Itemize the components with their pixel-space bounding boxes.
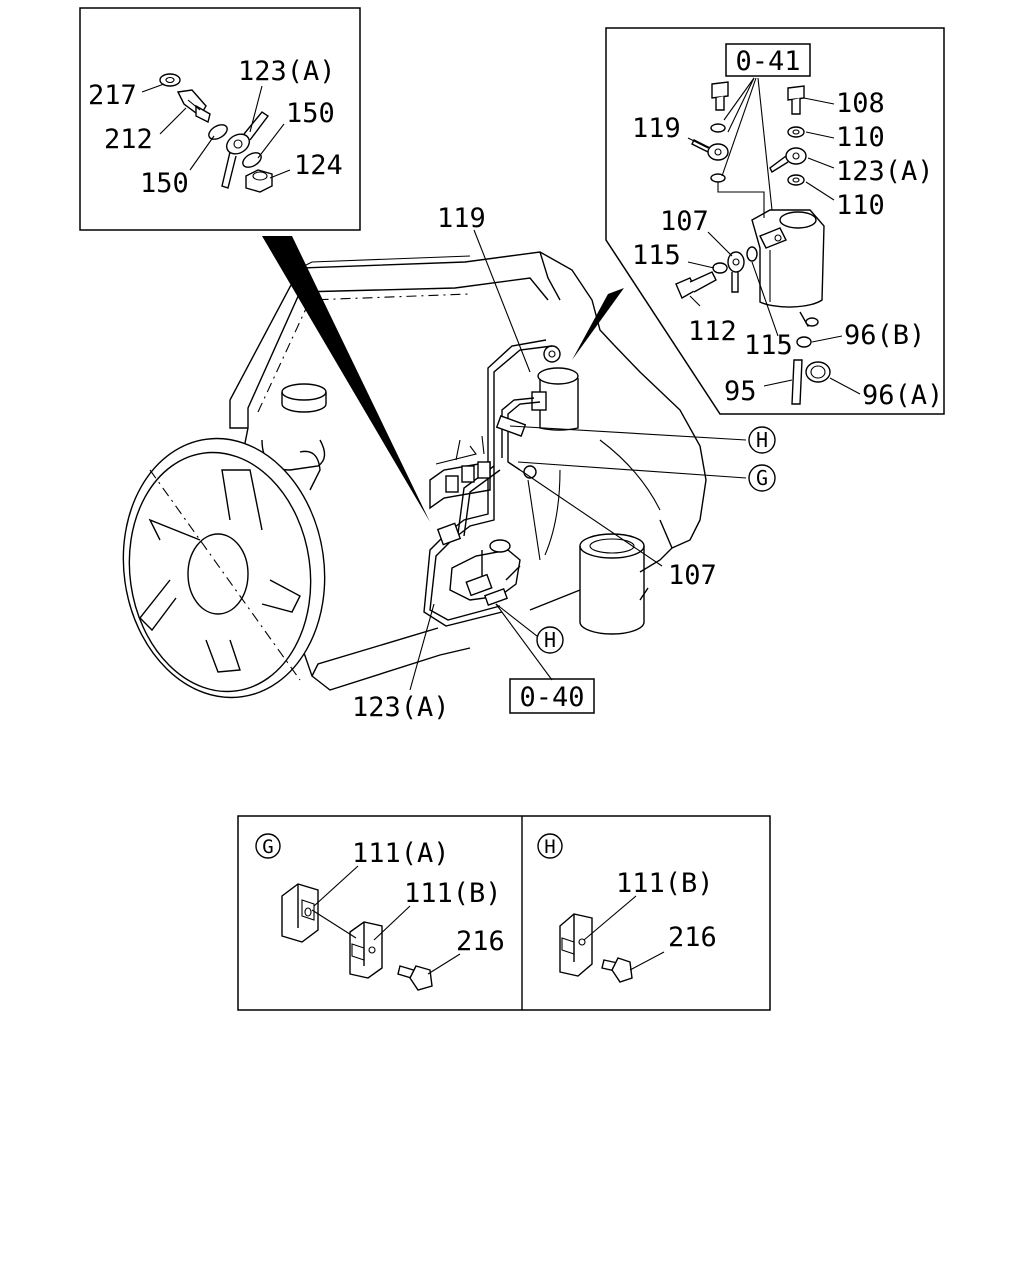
label-119-right: 119	[632, 113, 681, 144]
label-217: 217	[88, 80, 137, 111]
callout-h-bottom: H	[536, 626, 564, 654]
label-110-top: 110	[836, 122, 885, 153]
svg-text:0-40: 0-40	[519, 682, 584, 713]
label-212: 212	[104, 124, 153, 155]
label-96a: 96(A)	[862, 380, 943, 411]
svg-text:G: G	[262, 836, 273, 858]
label-g-111b: 111(B)	[404, 878, 502, 909]
svg-text:G: G	[756, 466, 768, 490]
label-150-bottom: 150	[140, 168, 189, 199]
svg-text:H: H	[544, 628, 556, 652]
label-main-123a: 123(A)	[352, 692, 450, 723]
label-110-bottom: 110	[836, 190, 885, 221]
detail-h: H	[537, 833, 665, 983]
inset-pointer-right	[572, 288, 624, 360]
label-g-111a: 111(A)	[352, 838, 450, 869]
label-main-119: 119	[437, 203, 486, 234]
label-124: 124	[294, 150, 343, 181]
svg-text:H: H	[756, 428, 768, 452]
svg-text:H: H	[544, 836, 555, 858]
inset-right	[605, 27, 945, 415]
label-123a-left: 123(A)	[238, 56, 336, 87]
callout-g: G	[748, 464, 776, 492]
injection-pump	[429, 415, 537, 607]
label-95: 95	[724, 376, 757, 407]
label-108: 108	[836, 88, 885, 119]
fuel-pipes	[423, 339, 553, 627]
engine-assembly	[229, 251, 707, 691]
fuel-filter-main	[531, 345, 579, 431]
label-main-107: 107	[668, 560, 717, 591]
main-leaders	[409, 229, 747, 691]
inset-left	[79, 7, 361, 231]
label-150-top: 150	[286, 98, 335, 129]
label-115-left: 115	[632, 240, 681, 271]
detail-g: G	[255, 833, 461, 991]
label-h-216: 216	[668, 922, 717, 953]
label-107-right: 107	[660, 206, 709, 237]
label-g-216: 216	[456, 926, 505, 957]
label-112: 112	[688, 316, 737, 347]
label-96b: 96(B)	[844, 320, 925, 351]
ref-box-0-40: 0-40	[509, 678, 595, 714]
cooling-fan	[122, 437, 326, 699]
callout-h-top: H	[748, 426, 776, 454]
svg-text:0-41: 0-41	[735, 46, 800, 77]
inset-pointer-left	[262, 236, 430, 522]
ref-box-0-41: 0-41	[735, 46, 800, 77]
label-115-right: 115	[744, 330, 793, 361]
label-123a-right: 123(A)	[836, 156, 934, 187]
detail-panel	[237, 815, 771, 1011]
label-h-111b: 111(B)	[616, 868, 714, 899]
